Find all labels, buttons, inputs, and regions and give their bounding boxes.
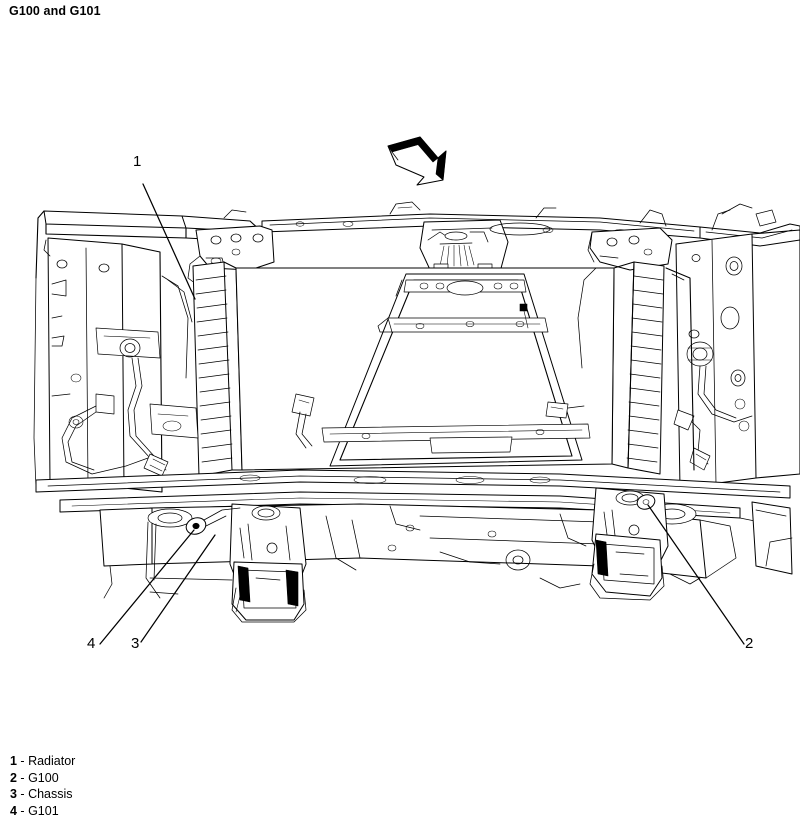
legend-label-4: G101 — [28, 803, 59, 818]
page-title: G100 and G101 — [9, 4, 101, 18]
legend-label-3: Chassis — [28, 787, 73, 802]
legend-number-1: 1 — [10, 754, 17, 768]
legend-separator-2: - — [16, 770, 29, 785]
legend-number-2: 2 — [10, 770, 17, 785]
technical-illustration: 1 2 3 4 — [0, 18, 800, 728]
callout-number-4: 4 — [87, 635, 95, 652]
callout-number-3: 3 — [131, 635, 139, 652]
legend-separator-1: - — [16, 754, 29, 768]
front-crossmember — [35, 469, 793, 599]
legend-separator-4: - — [16, 803, 29, 818]
left-frame-rail — [43, 237, 169, 493]
right-outer-panel — [291, 267, 597, 449]
callout-leader-lines — [99, 183, 745, 645]
upper-engine-bay-detail — [223, 201, 777, 231]
radiator-left-fin-stack — [192, 261, 243, 477]
leader-line-2 — [647, 504, 745, 645]
legend-item-2: 2 - G100 — [10, 770, 410, 787]
left-engine-mount — [229, 503, 307, 623]
legend: 1 - Radiator 2 - G100 3 - Chassis 4 - G1… — [10, 753, 410, 819]
callout-number-2: 2 — [745, 635, 753, 652]
right-engine-mount — [589, 487, 669, 601]
fan-shroud — [321, 273, 591, 467]
legend-item-1: 1 - Radiator — [10, 753, 410, 770]
forward-direction-arrow — [387, 136, 447, 186]
leader-line-1 — [142, 183, 196, 300]
radiator-right-fin-stack — [611, 261, 665, 475]
legend-number-3: 3 — [10, 787, 17, 802]
ground-stud-g100 — [636, 494, 656, 510]
legend-separator-3: - — [16, 787, 29, 802]
leader-line-3 — [140, 534, 216, 643]
left-outer-panel — [33, 210, 199, 489]
lower-underbody-detail — [103, 505, 701, 599]
right-frame-rail — [665, 229, 800, 489]
legend-label-1: Radiator — [28, 754, 76, 768]
legend-item-3: 3 - Chassis — [10, 786, 410, 803]
legend-label-2: G100 — [28, 770, 59, 785]
legend-item-4: 4 - G101 — [10, 803, 410, 820]
callout-numbers: 1 2 3 4 — [87, 153, 753, 652]
upper-radiator-support — [43, 210, 800, 279]
legend-number-4: 4 — [10, 803, 17, 818]
callout-number-1: 1 — [133, 153, 141, 170]
left-radiator-mount-bracket — [187, 225, 275, 285]
ground-stud-g101 — [185, 507, 241, 535]
leader-line-4 — [99, 529, 195, 645]
